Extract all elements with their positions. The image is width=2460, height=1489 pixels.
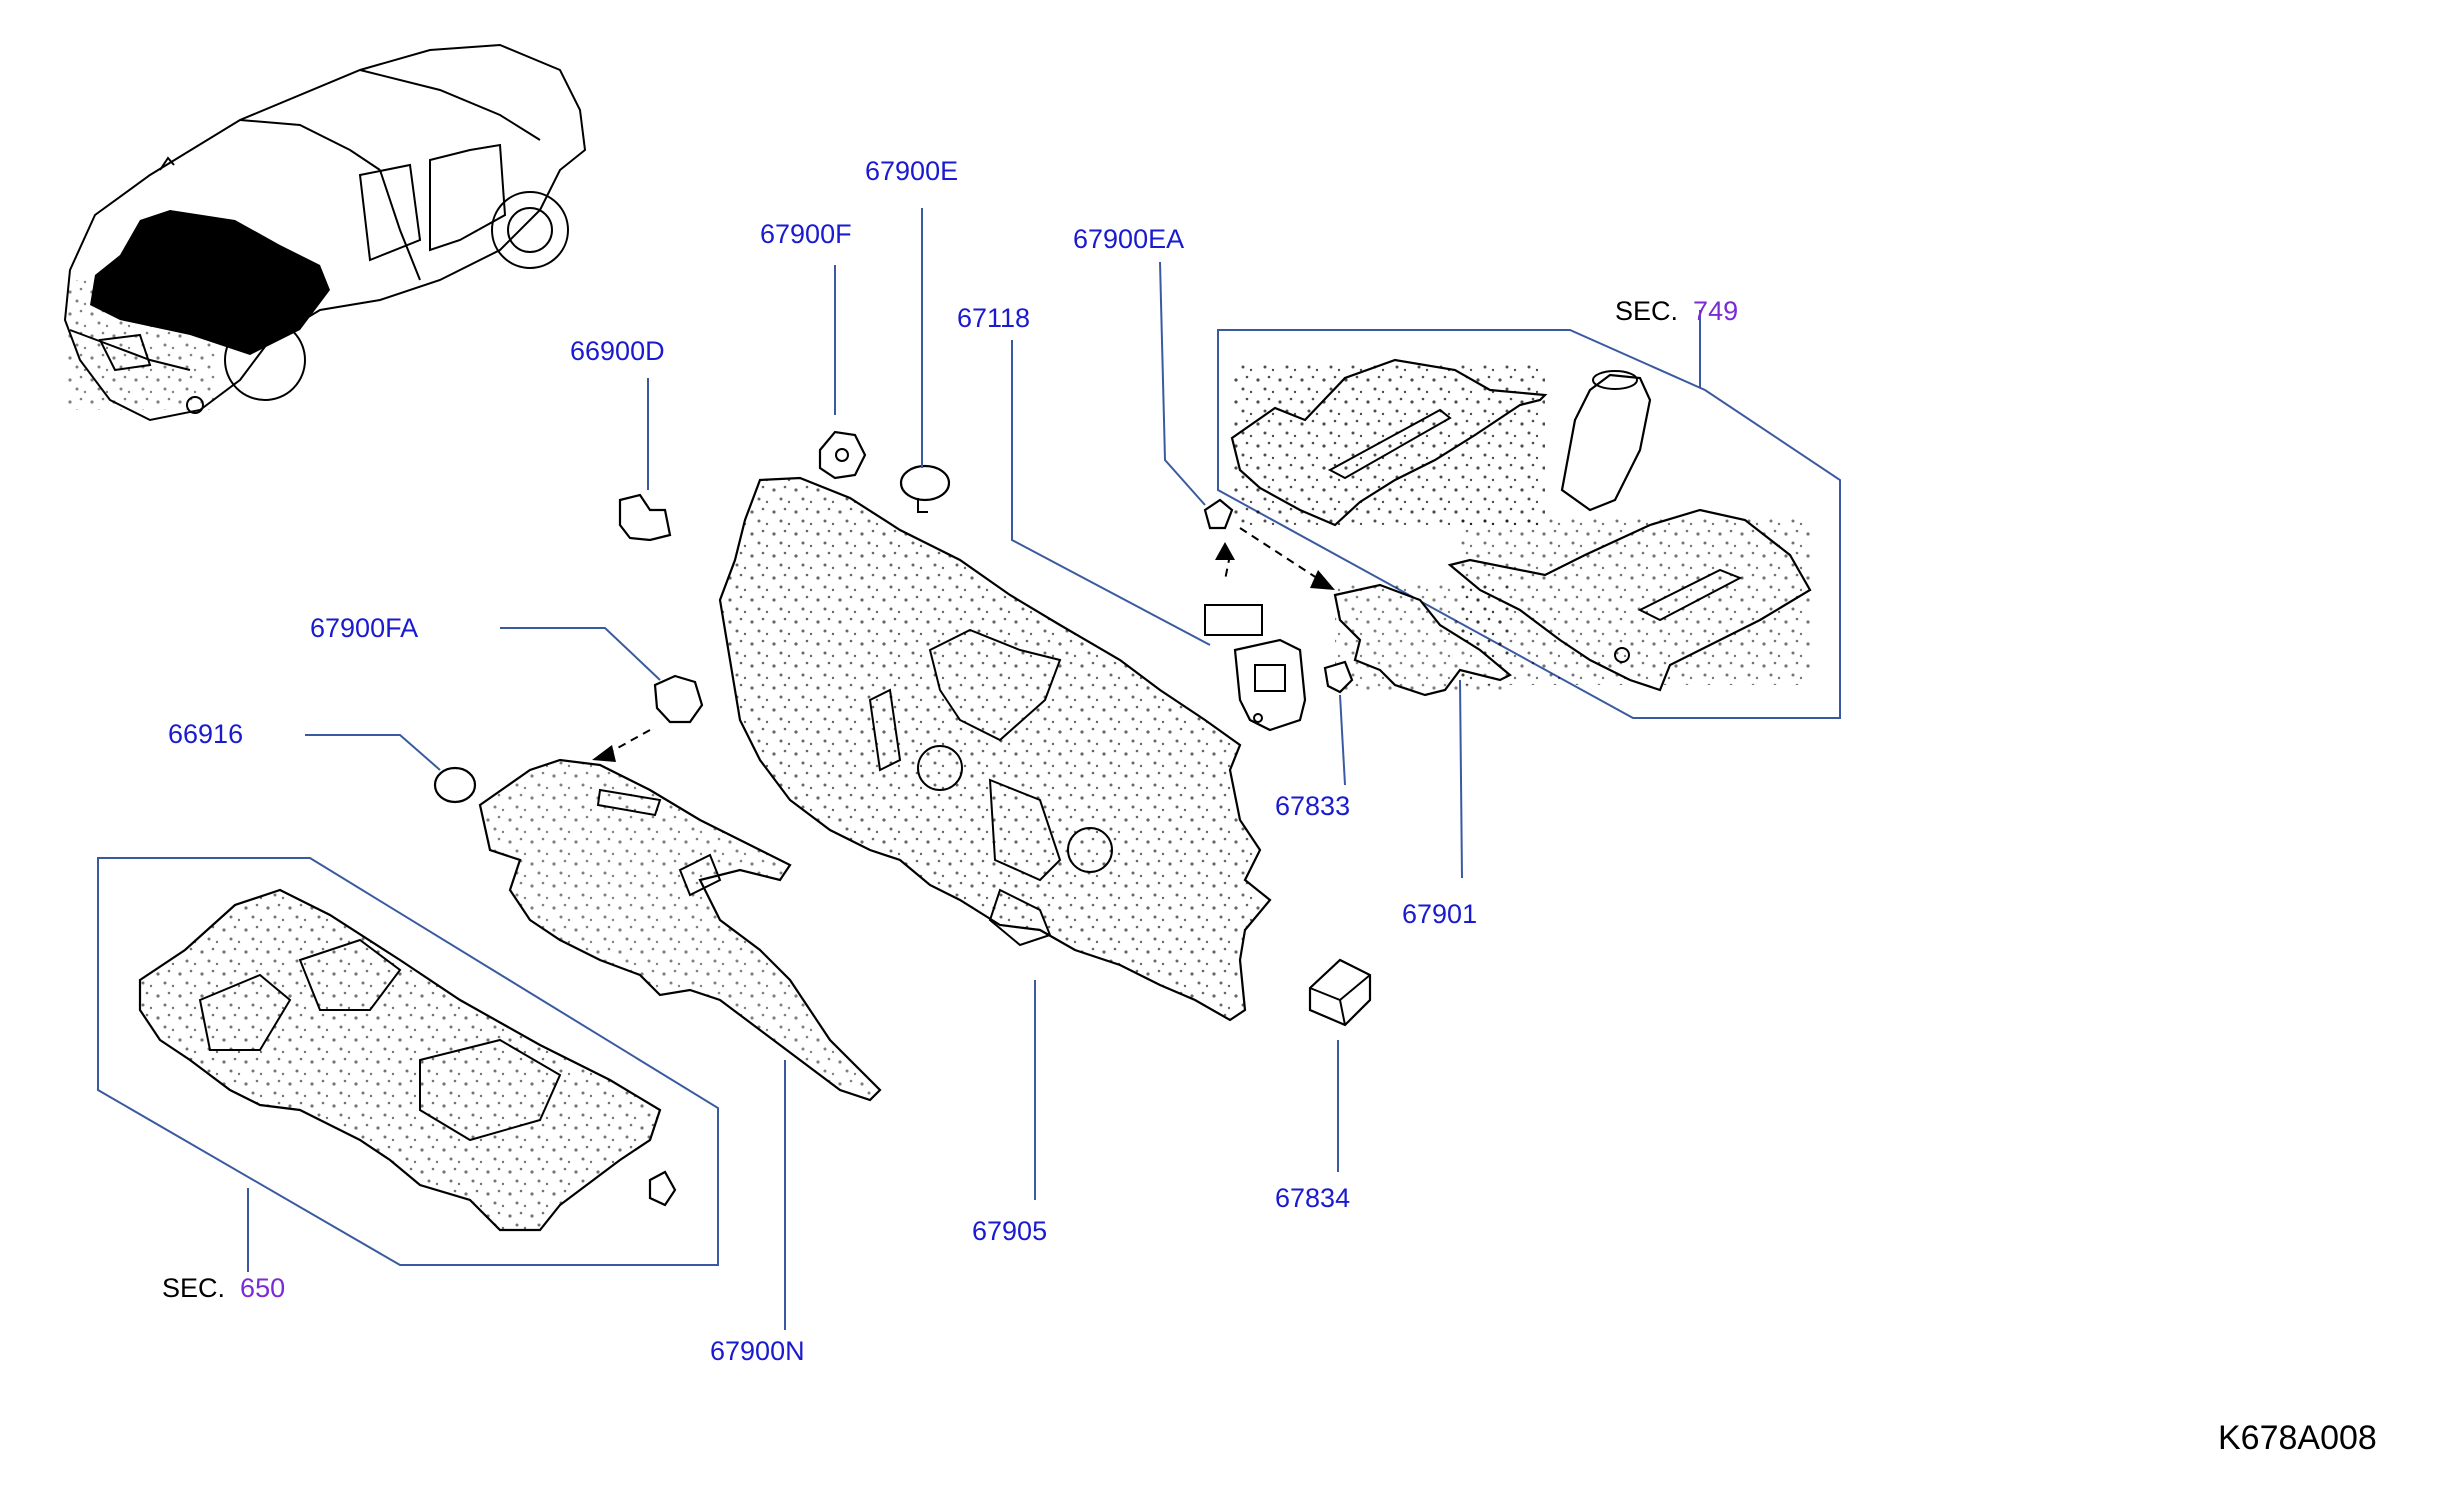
part-label-67833: 67833 [1275, 791, 1351, 821]
section-ref-650: SEC. 650 [162, 1272, 285, 1304]
clip-67900EA [1203, 498, 1234, 530]
arrow-up-head [1215, 542, 1235, 560]
sec-749-frame [1217, 329, 1841, 719]
part-label-67900FA: 67900FA [310, 613, 419, 643]
section-number: 749 [1693, 296, 1739, 326]
leader-67900FA [500, 627, 661, 681]
bracket-67118 [1233, 638, 1307, 732]
clip-67833 [1323, 660, 1354, 694]
part-label-66916: 66916 [168, 719, 244, 749]
leader-67118 [1011, 340, 1211, 646]
dash-side-insulator [1333, 583, 1512, 697]
part-label-67905: 67905 [972, 1216, 1048, 1246]
plug-66916 [433, 766, 477, 804]
part-label-67834: 67834 [1275, 1183, 1351, 1213]
label-plate [1204, 604, 1263, 636]
sec-650-frame [97, 857, 719, 1266]
arrow-left-head [592, 745, 616, 762]
section-prefix: SEC. [1615, 296, 1679, 326]
arrow-right-dashed [1239, 527, 1321, 581]
part-label-67900E: 67900E [865, 156, 959, 186]
clip-67900F [818, 430, 867, 480]
section-number: 650 [240, 1273, 286, 1303]
section-ref-749: SEC. 749 [1615, 295, 1738, 327]
leader-66916 [305, 734, 441, 771]
floor-insulator-group [1230, 358, 1812, 692]
part-label-67900EA: 67900EA [1073, 224, 1185, 254]
clip-66900D [618, 493, 672, 542]
section-prefix: SEC. [162, 1273, 226, 1303]
part-label-67901: 67901 [1402, 899, 1478, 929]
leader-67901 [1459, 679, 1463, 879]
part-label-67900F: 67900F [760, 219, 852, 249]
part-label-66900D: 66900D [570, 336, 665, 366]
leader-67833 [1339, 694, 1346, 786]
clip-67900E [899, 464, 951, 513]
leader-67900EA [1159, 261, 1206, 506]
part-label-67118: 67118 [957, 303, 1031, 333]
pad-67834 [1308, 958, 1372, 1027]
vehicle-overview [63, 43, 587, 422]
dash-insulator-67905 [718, 476, 1272, 1022]
figure-code: K678A008 [2218, 1419, 2377, 1457]
arrow-right-head [1310, 570, 1335, 590]
clip-67900FA [653, 674, 704, 724]
part-label-67900N: 67900N [710, 1336, 805, 1366]
